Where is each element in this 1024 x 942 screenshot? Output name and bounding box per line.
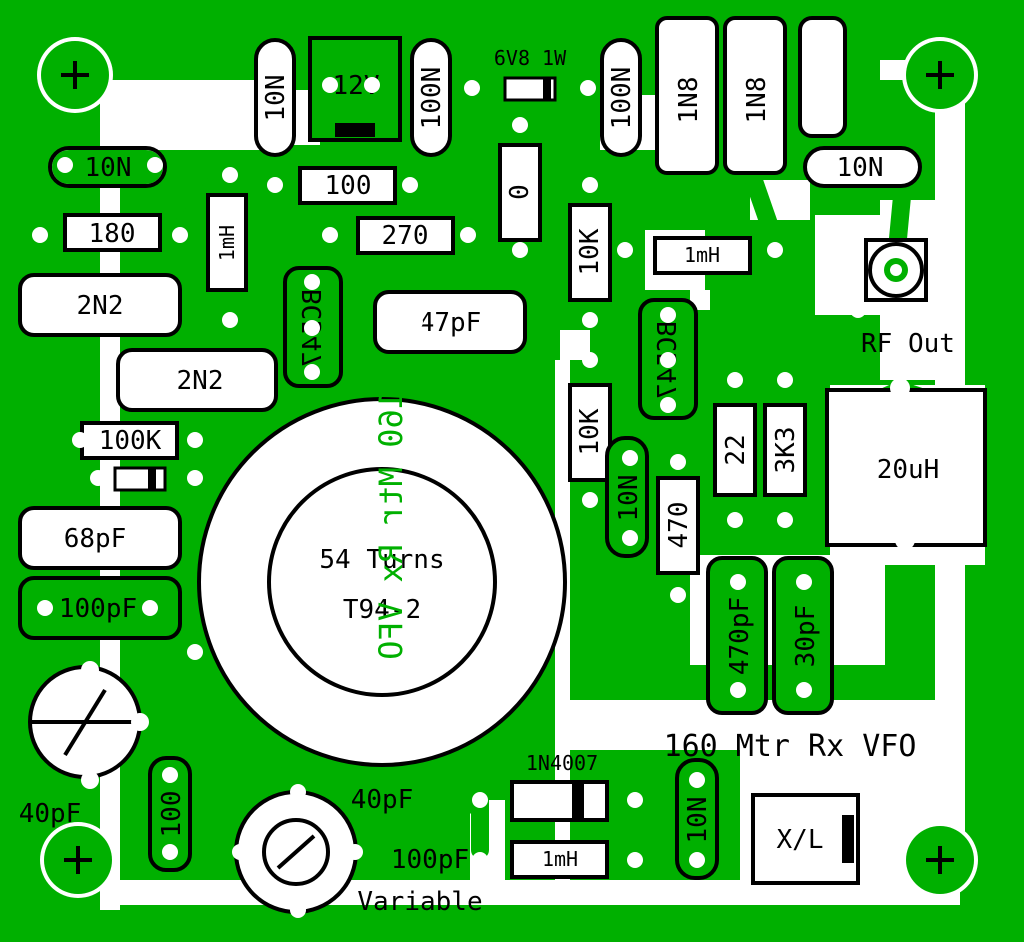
cap-10n-tl: 10N <box>48 146 167 188</box>
svg-text:100pF: 100pF <box>59 594 137 624</box>
inductor-1mh-bot: 1mH <box>510 840 609 879</box>
diode-1n4007: 1N4007 <box>510 751 609 822</box>
cap-10n-right: 10N <box>803 146 922 188</box>
svg-text:20uH: 20uH <box>877 455 940 485</box>
svg-text:10K: 10K <box>575 408 605 455</box>
resistor-470: 470 <box>656 476 700 575</box>
svg-text:2N2: 2N2 <box>177 366 224 396</box>
svg-text:1N4007: 1N4007 <box>526 751 598 775</box>
cap-30pf: 30pF <box>772 556 834 715</box>
svg-text:100: 100 <box>157 791 187 838</box>
svg-text:100N: 100N <box>417 67 447 130</box>
svg-text:3K3: 3K3 <box>771 427 801 474</box>
zener-6v8: 6V8 1W <box>494 46 567 102</box>
svg-text:10K: 10K <box>575 228 605 275</box>
cap-470pf: 470pF <box>706 556 768 715</box>
svg-text:6V8 1W: 6V8 1W <box>494 46 567 70</box>
resistor-22: 22 <box>713 403 757 497</box>
svg-text:180: 180 <box>89 219 136 249</box>
svg-text:0: 0 <box>505 184 535 200</box>
cap-10n-bot: 10N <box>675 758 719 880</box>
svg-text:40pF: 40pF <box>351 785 414 815</box>
rf-out-connector: RF Out <box>861 238 955 359</box>
variable-capacitor: 40pF 100pF Variable <box>234 785 483 917</box>
svg-text:47pF: 47pF <box>419 308 482 338</box>
svg-text:270: 270 <box>382 221 429 251</box>
cap-1n8-b: 1N8 <box>723 16 787 175</box>
inductor-1mh-mid: 1mH <box>653 236 752 275</box>
svg-text:X/L: X/L <box>777 825 824 855</box>
toroid-inductor: 54 Turns T94-2 <box>197 397 567 767</box>
toroid-turns-label: 54 Turns <box>319 545 444 575</box>
svg-text:100K: 100K <box>99 426 162 456</box>
svg-text:22: 22 <box>721 434 751 465</box>
inductor-1mh-left: 1mH <box>206 193 248 292</box>
svg-text:1mH: 1mH <box>215 225 239 261</box>
toroid-core-label: T94-2 <box>343 595 421 625</box>
board-title: 160 Mtr Rx VFO <box>664 729 917 764</box>
svg-text:10N: 10N <box>837 153 884 183</box>
cap-2n2-a: 2N2 <box>18 273 182 337</box>
svg-text:100: 100 <box>325 171 372 201</box>
resistor-10k-b: 10K <box>568 383 612 482</box>
resistor-100: 100 <box>298 166 397 205</box>
svg-text:100pF: 100pF <box>391 845 469 875</box>
resistor-100-bot: 100 <box>148 756 192 872</box>
cap-1n8-a: 1N8 <box>655 16 719 175</box>
svg-text:10N: 10N <box>85 153 132 183</box>
svg-text:68pF: 68pF <box>64 524 127 554</box>
svg-text:1N8: 1N8 <box>742 77 772 124</box>
resistor-180: 180 <box>63 213 162 252</box>
cap-2n2-b: 2N2 <box>116 348 278 412</box>
mounting-holes <box>37 37 978 898</box>
svg-text:100N: 100N <box>607 67 637 130</box>
diode-1n914-label: 1N914A <box>21 428 45 500</box>
svg-text:10N: 10N <box>683 797 713 844</box>
resistor-10k-a: 10K <box>568 203 612 302</box>
svg-text:1N8: 1N8 <box>674 77 704 124</box>
diode-1n914 <box>113 466 167 492</box>
cap-outline-tr <box>798 16 847 138</box>
cap-10n-mid: 10N <box>605 436 649 558</box>
svg-text:Variable: Variable <box>357 887 482 917</box>
resistor-100k: 100K <box>80 421 179 460</box>
svg-text:470pF: 470pF <box>725 597 755 675</box>
cap-10n-top: 10N <box>254 38 296 157</box>
component-pads <box>32 31 970 918</box>
cap-100n-top: 100N <box>410 38 452 157</box>
cap-47pf: 47pF <box>373 290 527 354</box>
resistor-270: 270 <box>356 216 455 255</box>
svg-text:470: 470 <box>664 502 694 549</box>
svg-text:10N: 10N <box>614 475 644 522</box>
resistor-3k3: 3K3 <box>763 403 807 497</box>
svg-text:1mH: 1mH <box>542 847 578 871</box>
cap-100pf-left: 100pF <box>18 576 182 640</box>
cap-68pf: 68pF <box>18 506 182 570</box>
svg-text:10N: 10N <box>261 75 291 122</box>
svg-text:2N2: 2N2 <box>77 291 124 321</box>
resistor-0: 0 <box>498 143 542 242</box>
crystal-xl: X/L <box>751 793 860 885</box>
svg-text:RF Out: RF Out <box>861 329 955 359</box>
mirrored-board-title: 160 Mtr Rx VFO <box>372 390 410 660</box>
svg-text:30pF: 30pF <box>791 605 821 668</box>
svg-text:1mH: 1mH <box>684 243 720 267</box>
cap-100n-top2: 100N <box>600 38 642 157</box>
